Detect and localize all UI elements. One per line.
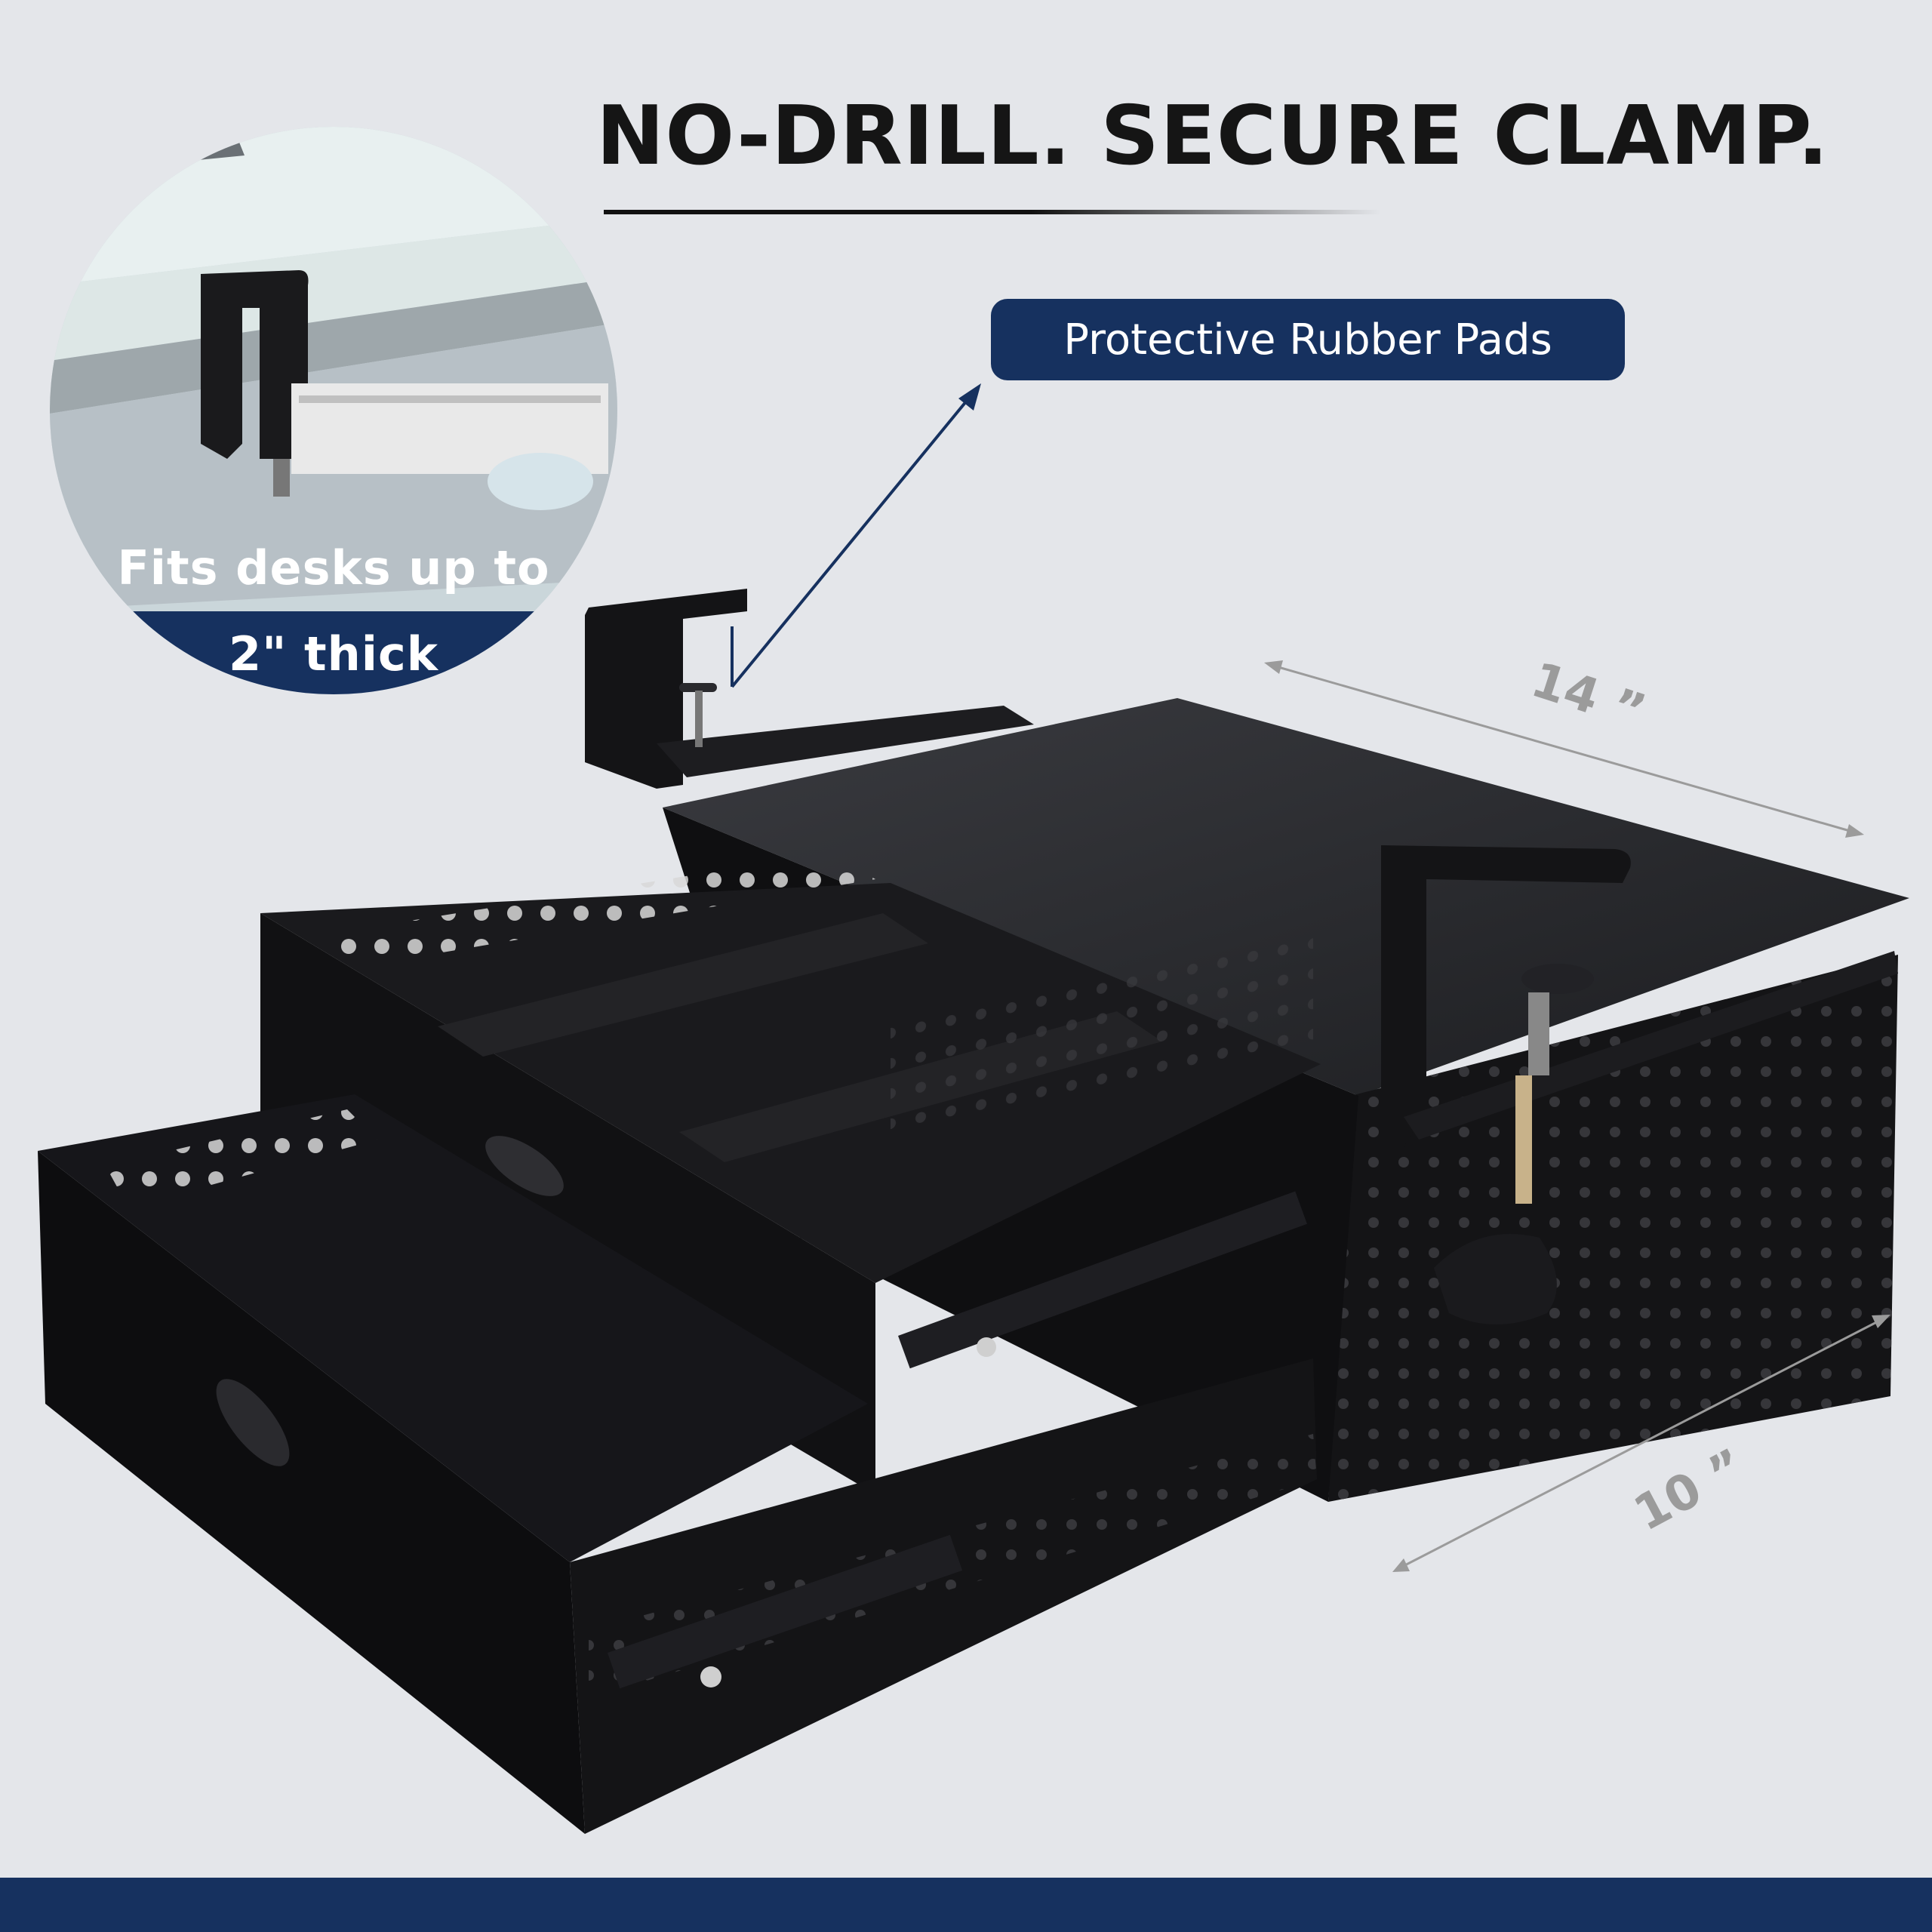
lower-drawer-front [38, 1151, 585, 1834]
inset-caption-line-2: 2" thick [228, 626, 439, 681]
footer-bar [0, 1878, 1932, 1932]
inset-caption: Fits desks up to 2" thick [50, 540, 617, 694]
callout-label: Protective Rubber Pads [1063, 315, 1552, 365]
cabinet-top [663, 698, 1909, 1096]
headline-underline [604, 210, 1381, 214]
desk-thickness-inset: Fits desks up to 2" thick [50, 127, 617, 694]
headline: NO-DRILL. SECURE CLAMP. [596, 89, 1829, 183]
inset-photo [50, 127, 617, 694]
rear-clamp [585, 589, 747, 789]
inset-caption-line-1: Fits desks up to [117, 540, 550, 595]
rubber-pads-callout: Protective Rubber Pads [991, 299, 1625, 380]
